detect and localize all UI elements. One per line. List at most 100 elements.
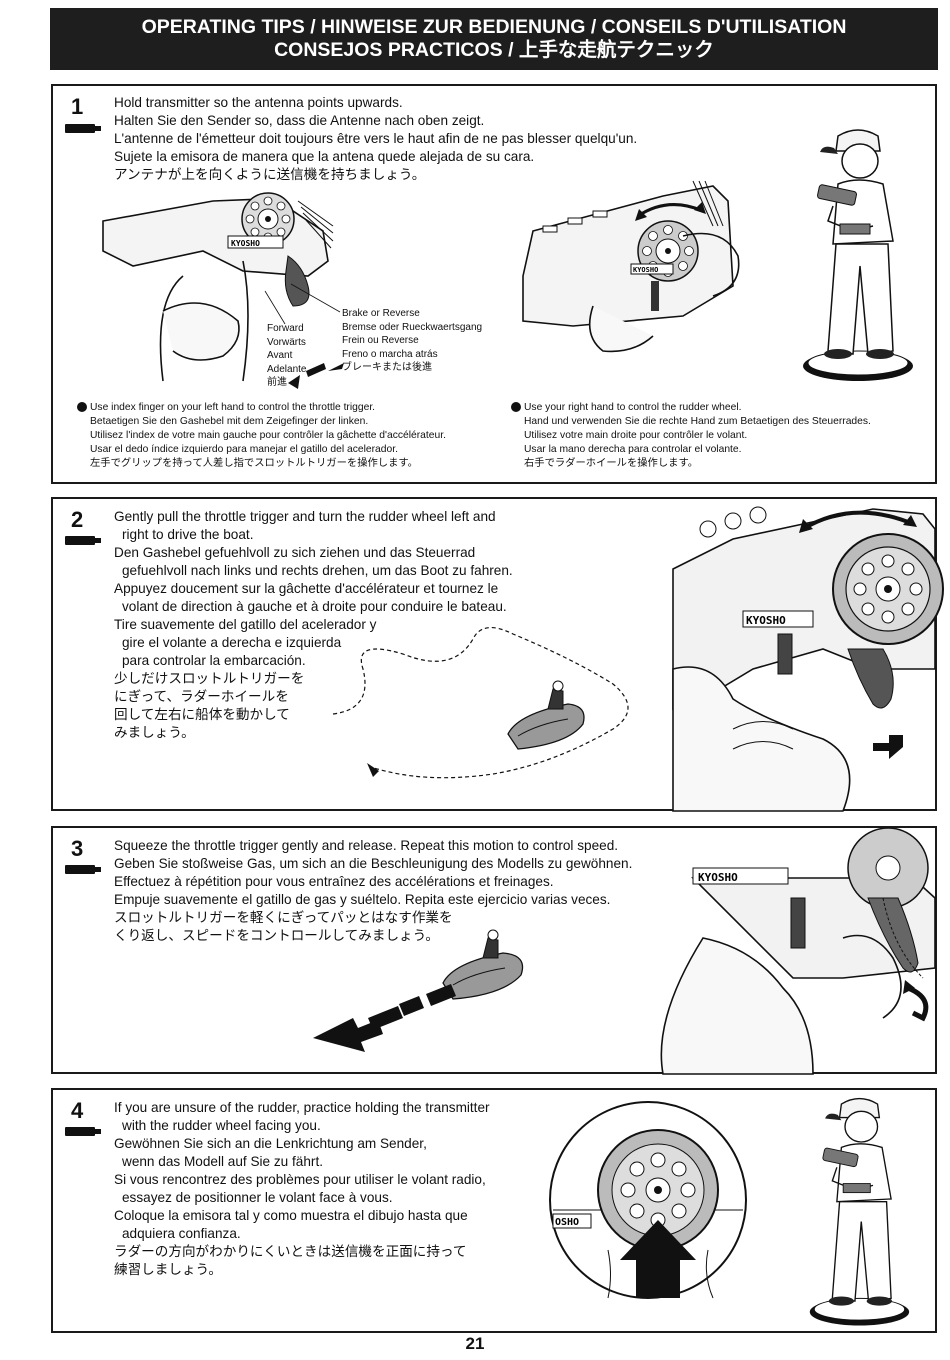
brand-logo: KYOSHO bbox=[698, 871, 738, 884]
page-header: OPERATING TIPS / HINWEISE ZUR BEDIENUNG … bbox=[50, 8, 938, 70]
step-2-panel: 2 Gently pull the throttle trigger and t… bbox=[51, 497, 944, 812]
speed-arrow-icon bbox=[313, 984, 456, 1052]
forward-label-group: Forward Vorwärts Avant Adelante 前進 bbox=[267, 322, 306, 390]
instruction-line: Geben Sie stoßweise Gas, um sich an die … bbox=[114, 856, 633, 871]
rudder-facing-closeup-illustration: OSHO bbox=[549, 1101, 747, 1299]
note-line: Hand und verwenden Sie die rechte Hand z… bbox=[524, 416, 871, 427]
instruction-line: Sujete la emisora de manera que la anten… bbox=[114, 149, 535, 164]
step-number: 4 bbox=[71, 1098, 84, 1123]
transmitter-closeup-illustration: KYOSHO bbox=[672, 506, 944, 812]
note-line: Usar la mano derecha para controlar el v… bbox=[524, 444, 742, 455]
brand-logo: KYOSHO bbox=[746, 614, 786, 627]
step-4-instructions: If you are unsure of the rudder, practic… bbox=[114, 1099, 490, 1279]
boat-icon bbox=[442, 929, 524, 1000]
transmitter-throttle-illustration: KYOSHO bbox=[102, 192, 344, 389]
step-marker-icon bbox=[65, 124, 101, 133]
note-line: Utilisez votre main droite pour contrôle… bbox=[524, 430, 748, 441]
brand-logo: KYOSHO bbox=[633, 266, 658, 274]
instruction-line: para controlar la embarcación. bbox=[122, 653, 306, 668]
instruction-line: Gently pull the throttle trigger and tur… bbox=[114, 509, 496, 524]
brand-logo: OSHO bbox=[555, 1217, 579, 1228]
rudder-wheel bbox=[832, 533, 944, 645]
step-number: 2 bbox=[71, 507, 84, 532]
up-arrow-icon bbox=[620, 1220, 696, 1298]
step-number: 1 bbox=[71, 94, 84, 119]
step-marker-icon bbox=[65, 865, 101, 874]
brand-logo: KYOSHO bbox=[231, 239, 260, 248]
brake-label: ブレーキまたは後進 bbox=[342, 362, 432, 373]
step-number: 3 bbox=[71, 836, 84, 861]
header-title-line1: OPERATING TIPS / HINWEISE ZUR BEDIENUNG … bbox=[141, 16, 847, 38]
instruction-line: adquiera confianza. bbox=[122, 1226, 241, 1241]
instruction-line: 練習しましょう。 bbox=[114, 1262, 222, 1277]
note-line: Usar el dedo índice izquierdo para manej… bbox=[90, 444, 398, 455]
step-1-panel: 1 Hold transmitter so the antenna points… bbox=[51, 84, 937, 484]
instruction-line: gire el volante a derecha e izquierda bbox=[122, 635, 342, 650]
step-marker-icon bbox=[65, 1127, 101, 1136]
instruction-line: with the rudder wheel facing you. bbox=[122, 1118, 321, 1133]
forward-label: Adelante bbox=[267, 363, 307, 375]
person-holding-transmitter-illustration bbox=[803, 129, 913, 381]
note-line: 右手でラダーホイールを操作します。 bbox=[524, 458, 699, 469]
instruction-line: Halten Sie den Sender so, dass die Anten… bbox=[114, 113, 485, 128]
throttle-squeeze-illustration: KYOSHO bbox=[660, 827, 936, 1075]
instruction-line: にぎって、ラダーホイールを bbox=[114, 689, 289, 704]
instruction-line: Squeeze the throttle trigger gently and … bbox=[114, 838, 619, 853]
speed-arrow-illustration bbox=[313, 929, 524, 1052]
bullet-dot-icon bbox=[511, 402, 521, 412]
brake-label-group: Brake or Reverse Bremse oder Rueckwaerts… bbox=[342, 307, 482, 375]
instruction-line: Tire suavemente del gatillo del acelerad… bbox=[114, 617, 377, 632]
instruction-line: L'antenne de l'émetteur doit toujours êt… bbox=[114, 131, 638, 146]
instruction-line: wenn das Modell auf Sie zu fährt. bbox=[122, 1154, 323, 1169]
boat-icon bbox=[507, 680, 585, 750]
person-holding-transmitter-illustration bbox=[809, 1097, 910, 1326]
forward-label: Vorwärts bbox=[267, 336, 306, 348]
bullet-dot-icon bbox=[77, 402, 87, 412]
step-marker-icon bbox=[65, 536, 101, 545]
instruction-line: right to drive the boat. bbox=[122, 527, 254, 542]
step-4-panel: 4 If you are unsure of the rudder, pract… bbox=[51, 1088, 937, 1333]
boat-path-illustration bbox=[332, 627, 629, 779]
instruction-line: アンテナが上を向くように送信機を持ちましょう。 bbox=[114, 167, 426, 182]
step-1-instructions: Hold transmitter so the antenna points u… bbox=[114, 94, 637, 184]
header-title-line2: CONSEJOS PRACTICOS / 上手な走航テクニック bbox=[274, 39, 714, 61]
page-number: 21 bbox=[465, 1334, 485, 1353]
instruction-line: gefuehlvoll nach links und rechts drehen… bbox=[122, 563, 513, 578]
instruction-line: Empuje suavemente el gatillo de gas y su… bbox=[114, 892, 611, 907]
note-line: Use index finger on your left hand to co… bbox=[90, 402, 376, 413]
instruction-line: 回して左右に船体を動かして bbox=[114, 707, 290, 722]
rudder-wheel bbox=[597, 1129, 719, 1251]
note-line: Betaetigen Sie den Gashebel mit dem Zeig… bbox=[90, 416, 369, 427]
note-line: Utilisez l'index de votre main gauche po… bbox=[90, 430, 446, 441]
rudder-wheel bbox=[241, 192, 295, 246]
step-3-instructions: Squeeze the throttle trigger gently and … bbox=[114, 837, 632, 945]
note-line: Use your right hand to control the rudde… bbox=[524, 402, 742, 413]
instruction-line: essayez de positionner le volant face à … bbox=[122, 1190, 393, 1205]
step-3-panel: 3 Squeeze the throttle trigger gently an… bbox=[51, 826, 937, 1075]
brake-label: Freno o marcha atrás bbox=[342, 348, 438, 360]
instruction-line: スロットルトリガーを軽くにぎってパッとはなす作業を bbox=[114, 910, 453, 925]
forward-label: Forward bbox=[267, 323, 304, 334]
instruction-line: If you are unsure of the rudder, practic… bbox=[114, 1100, 490, 1115]
brake-label: Brake or Reverse bbox=[342, 308, 420, 319]
brake-label: Frein ou Reverse bbox=[342, 335, 419, 346]
left-hand-note: Use index finger on your left hand to co… bbox=[77, 401, 446, 471]
brake-label: Bremse oder Rueckwaertsgang bbox=[342, 321, 483, 333]
note-line: 左手でグリップを持って人差し指でスロットルトリガーを操作します。 bbox=[90, 458, 418, 469]
instruction-line: Den Gashebel gefuehlvoll zu sich ziehen … bbox=[114, 545, 476, 560]
instruction-line: くり返し、スピードをコントロールしてみましょう。 bbox=[114, 928, 440, 943]
instruction-line: Effectuez à répétition pour vous entraîn… bbox=[114, 874, 554, 889]
instruction-line: Gewöhnen Sie sich an die Lenkrichtung am… bbox=[114, 1136, 427, 1151]
instruction-line: ラダーの方向がわかりにくいときは送信機を正面に持って bbox=[114, 1244, 467, 1259]
callout-lines bbox=[264, 283, 341, 325]
instruction-line: volant de direction à gauche et à droite… bbox=[122, 599, 507, 614]
right-hand-note: Use your right hand to control the rudde… bbox=[511, 401, 871, 471]
step-2-instructions: Gently pull the throttle trigger and tur… bbox=[114, 508, 513, 742]
instruction-line: Si vous rencontrez des problèmes pour ut… bbox=[114, 1172, 486, 1187]
forward-label: Avant bbox=[267, 350, 293, 361]
transmitter-rudder-illustration: KYOSHO bbox=[522, 180, 740, 353]
instruction-line: 少しだけスロットルトリガーを bbox=[114, 671, 305, 686]
forward-label: 前進 bbox=[267, 377, 287, 388]
instruction-line: Hold transmitter so the antenna points u… bbox=[114, 95, 403, 110]
instruction-line: Coloque la emisora tal y como muestra el… bbox=[114, 1208, 468, 1223]
